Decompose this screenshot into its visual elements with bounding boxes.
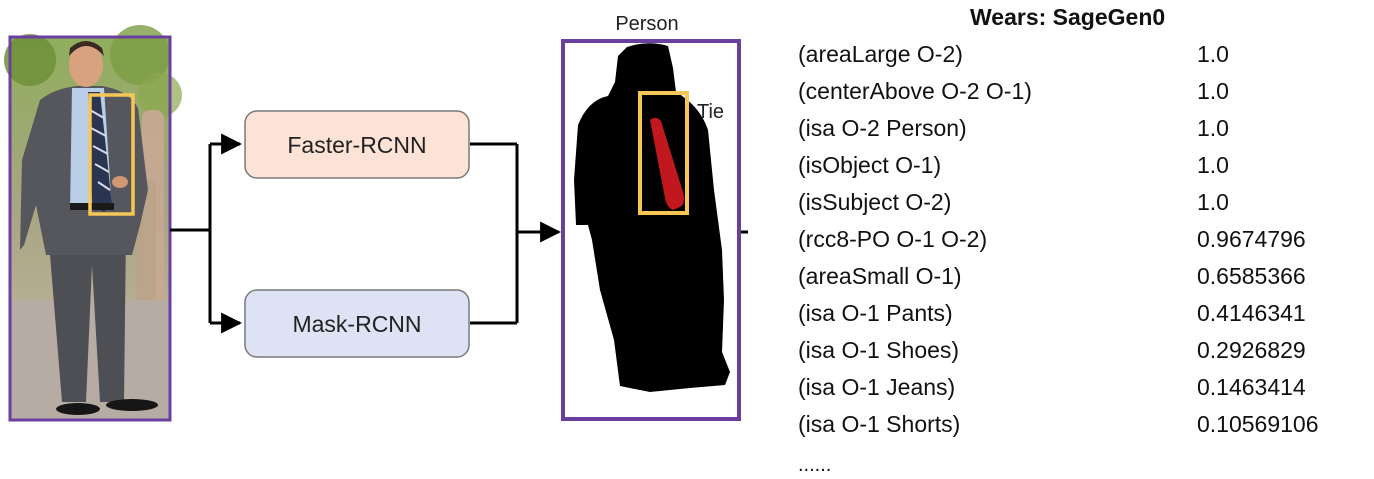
- tie-mask: [650, 117, 684, 210]
- faster-rcnn-node: Faster-RCNN: [244, 110, 470, 179]
- predicate-label: (centerAbove O-2 O-1): [798, 78, 1032, 104]
- mask-rcnn-box: [244, 289, 470, 358]
- score-value: 1.0: [1197, 152, 1229, 178]
- score-row: (isObject O-1) 1.0: [798, 152, 1368, 184]
- predicate-label: (areaLarge O-2): [798, 41, 963, 67]
- score-row: (areaSmall O-1) 0.6585366: [798, 263, 1368, 295]
- predicate-label: (isa O-1 Pants): [798, 300, 953, 326]
- score-row: (isa O-2 Person) 1.0: [798, 115, 1368, 147]
- person-label: Person: [615, 13, 678, 35]
- score-value: 0.6585366: [1197, 263, 1306, 289]
- connector-lines: [170, 133, 748, 334]
- predicate-label: (isa O-2 Person): [798, 115, 967, 141]
- input-photo: [4, 25, 182, 420]
- score-row: (isSubject O-2) 1.0: [798, 189, 1368, 221]
- score-row: (rcc8-PO O-1 O-2) 0.9674796: [798, 226, 1368, 258]
- predicate-label: (rcc8-PO O-1 O-2): [798, 226, 988, 252]
- more-rows-ellipsis: ......: [798, 454, 832, 476]
- faster-rcnn-box: [244, 110, 470, 179]
- tie-label: Tie: [697, 101, 724, 123]
- pipeline-diagram: Faster-RCNN Mask-RCNN Person Tie: [4, 13, 748, 422]
- score-row: (isa O-1 Jeans) 0.1463414: [798, 374, 1368, 406]
- person-silhouette: [574, 43, 730, 392]
- predicate-label: (isa O-1 Jeans): [798, 374, 956, 400]
- predicate-label: (isa O-1 Shorts): [798, 411, 961, 437]
- score-value: 0.4146341: [1197, 300, 1306, 326]
- predicate-label: (isObject O-1): [798, 152, 942, 178]
- score-table-title: Wears: SageGen0: [970, 4, 1166, 30]
- score-value: 1.0: [1197, 41, 1229, 67]
- output-tie-box: [638, 91, 689, 215]
- mask-rcnn-label: Mask-RCNN: [292, 311, 421, 337]
- score-value: 0.10569106: [1197, 411, 1319, 437]
- mask-rcnn-node: Mask-RCNN: [244, 289, 470, 358]
- score-value: 1.0: [1197, 115, 1229, 141]
- score-row: (areaLarge O-2) 1.0: [798, 41, 1368, 73]
- score-value: 0.2926829: [1197, 337, 1306, 363]
- score-row: (isa O-1 Shoes) 0.2926829: [798, 337, 1368, 369]
- score-value: 1.0: [1197, 78, 1229, 104]
- score-row: (isa O-1 Pants) 0.4146341: [798, 300, 1368, 332]
- faster-rcnn-label: Faster-RCNN: [287, 132, 426, 158]
- score-row: (isa O-1 Shorts) 0.10569106: [798, 411, 1368, 443]
- predicate-label: (isa O-1 Shoes): [798, 337, 960, 363]
- score-row: (centerAbove O-2 O-1) 1.0: [798, 78, 1368, 110]
- predicate-label: (isSubject O-2): [798, 189, 952, 215]
- input-tie-box: [88, 93, 135, 216]
- output-mask: [574, 43, 730, 392]
- score-value: 1.0: [1197, 189, 1229, 215]
- score-value: 0.9674796: [1197, 226, 1306, 252]
- score-value: 0.1463414: [1197, 374, 1306, 400]
- output-frame: [561, 39, 741, 421]
- predicate-label: (areaSmall O-1): [798, 263, 962, 289]
